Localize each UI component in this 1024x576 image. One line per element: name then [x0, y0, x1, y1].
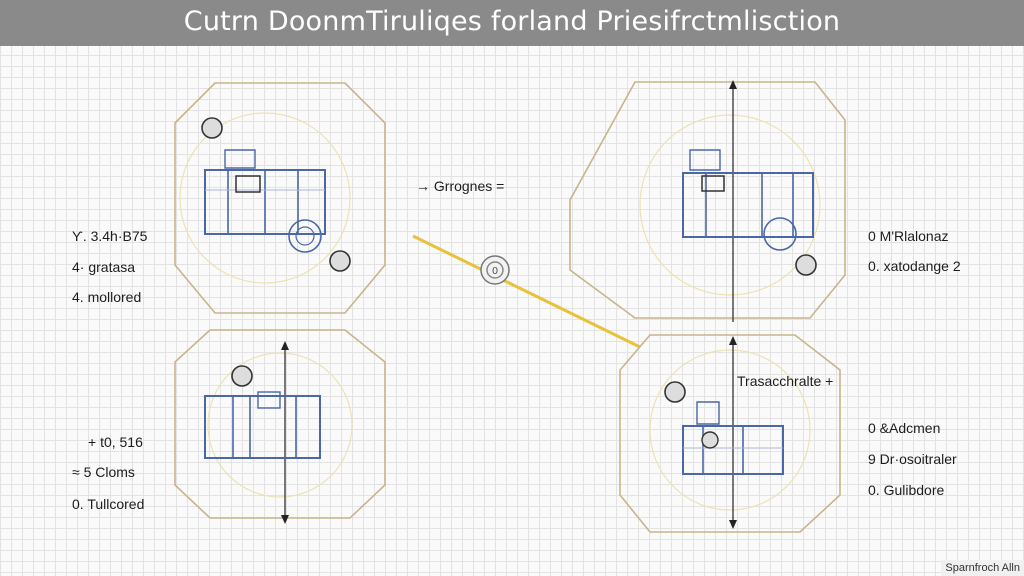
gear-icon — [701, 431, 719, 449]
right-bottom-label: 0 &Adcmen — [868, 420, 941, 436]
right-bottom-heading: Trasacchralte + — [737, 373, 834, 389]
machine-frame — [204, 395, 321, 459]
machine-frame — [682, 425, 784, 475]
right-top-label: 0. xatodange 2 — [868, 258, 961, 274]
machine-frame — [682, 172, 814, 238]
octagon-frame — [174, 82, 386, 314]
module-bottom-left — [174, 329, 386, 524]
gear-icon — [201, 117, 223, 139]
footer-credit: Sparnfroch Alln — [941, 560, 1024, 576]
connector-node-icon: 0 — [480, 255, 510, 285]
module-top-right — [569, 80, 846, 322]
octagon-frame — [174, 329, 386, 519]
page-title: Cutrn DoonmTiruliqes forland Priesifrctm… — [183, 6, 841, 37]
right-top-label: 0 M'Rlalonaz — [868, 228, 949, 244]
gear-icon — [231, 365, 253, 387]
gear-icon — [795, 254, 817, 276]
left-top-label: Ƴ. 3.4h·B75 — [72, 228, 148, 244]
module-top-left — [174, 82, 386, 314]
right-bottom-label: 0. Gulibdore — [868, 482, 945, 498]
octagon-frame — [569, 81, 846, 319]
left-top-label: 4. mollored — [72, 289, 142, 305]
octagon-frame — [619, 334, 841, 533]
title-bar: Cutrn DoonmTiruliqes forland Priesifrctm… — [0, 0, 1024, 46]
left-bottom-label: 0. Tullcored — [72, 496, 145, 512]
module-bottom-right — [619, 334, 841, 533]
left-bottom-label: ≈ 5 Cloms — [72, 464, 135, 480]
left-top-label: 4· gratasa — [72, 259, 136, 275]
middle-label: → Grrognes = — [416, 178, 505, 194]
gear-icon — [664, 381, 686, 403]
svg-text:0: 0 — [492, 266, 498, 277]
left-bottom-label: + t0, 516 — [88, 434, 143, 450]
connector-line — [412, 234, 641, 349]
right-bottom-label: 9 Dr·osoitraler — [868, 451, 957, 467]
gear-icon — [329, 250, 351, 272]
